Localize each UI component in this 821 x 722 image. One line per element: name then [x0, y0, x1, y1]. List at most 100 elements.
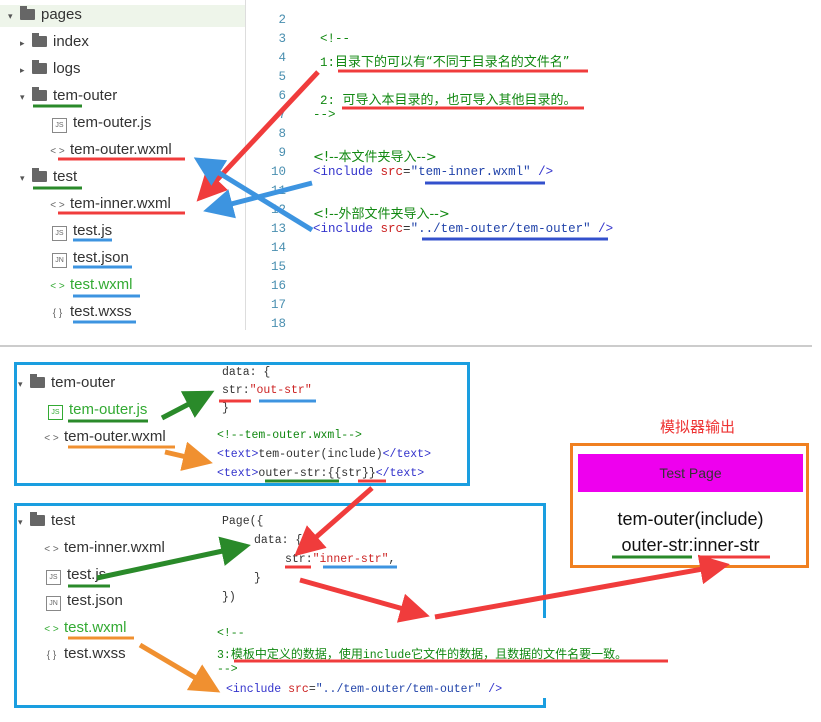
- simulator-line-2: outer-str:inner-str: [578, 535, 803, 556]
- js-file-icon: JS: [48, 405, 63, 420]
- code-line-9: <!--本文件夹导入-->: [313, 150, 437, 165]
- simulator-title: 模拟器输出: [660, 419, 736, 436]
- box2-folder[interactable]: ▾test: [18, 512, 76, 529]
- t: <text>: [217, 467, 259, 480]
- js-file-icon: JS: [52, 118, 67, 133]
- page-close: }): [222, 591, 236, 604]
- tree-item-index[interactable]: ▸index: [20, 33, 89, 50]
- n: 3:: [217, 649, 231, 662]
- v: "out-str": [249, 384, 312, 397]
- line-number: 15: [270, 260, 286, 274]
- code-line-12: <!--外部文件夹导入-->: [313, 207, 450, 222]
- tree-item-tem-outer-js[interactable]: JS tem-outer.js: [52, 114, 151, 133]
- box2-item[interactable]: { }test.wxss: [44, 645, 126, 662]
- t: 模板中定义的数据，使用: [230, 647, 363, 661]
- tree-item-tem-outer-wxml[interactable]: < > tem-outer.wxml: [50, 141, 172, 158]
- line-number: 14: [270, 241, 286, 255]
- simulator-box: [570, 443, 809, 568]
- close: }: [254, 572, 261, 585]
- box1-wxml[interactable]: < >tem-outer.wxml: [44, 428, 165, 445]
- tree-item-test[interactable]: ▾test: [20, 168, 78, 185]
- v: "inner-str": [312, 553, 389, 566]
- tree-item-pages[interactable]: ▾pages: [8, 6, 82, 23]
- folder-icon: [30, 374, 45, 388]
- box2-item[interactable]: < >test.wxml: [44, 619, 127, 636]
- tree-item-test-wxss[interactable]: { }test.wxss: [50, 303, 132, 320]
- comment-text: 可导入本目录的，也可导入其他目录的。: [342, 93, 577, 108]
- tree-item-logs[interactable]: ▸logs: [20, 60, 81, 77]
- line-number: 5: [278, 70, 286, 84]
- t: </text>: [382, 448, 431, 461]
- line-number: 18: [270, 317, 286, 331]
- tem-outer-box: [14, 362, 470, 486]
- folder-icon: [30, 512, 45, 526]
- comment-text: 目录下的可以有“不同于目录名的文件名”: [335, 55, 570, 70]
- label: test: [53, 168, 78, 185]
- comment: <!--tem-outer.wxml-->: [217, 429, 362, 442]
- wxml-file-icon: < >: [50, 146, 65, 157]
- label: test.json: [73, 249, 129, 266]
- divider: [0, 345, 812, 347]
- folder-icon: [32, 60, 47, 74]
- folder-icon: [32, 168, 47, 182]
- label: test.wxss: [64, 645, 126, 662]
- data-open: data: {: [222, 366, 271, 379]
- code-line-6: 2: 可导入本目录的，也可导入其他目录的。: [320, 89, 577, 108]
- l: outer-str:: [621, 535, 694, 555]
- label: tem-outer.wxml: [70, 141, 172, 158]
- folder-icon: [32, 87, 47, 101]
- a: src: [288, 683, 309, 696]
- box1-folder[interactable]: ▾tem-outer: [18, 374, 116, 391]
- line-number: 7: [278, 108, 286, 122]
- c-close: -->: [217, 663, 238, 676]
- top-file-tree: [0, 0, 246, 330]
- t: 它文件的数据，且数据的文件名要一致。: [411, 647, 628, 661]
- wxml-file-icon: < >: [44, 544, 59, 555]
- t: />: [538, 165, 554, 179]
- x: outer-str:: [258, 467, 328, 480]
- line-number: 3: [278, 32, 286, 46]
- t: <text>: [217, 448, 259, 461]
- comment-3: 3:模板中定义的数据，使用include它文件的数据，且数据的文件名要一致。: [217, 645, 627, 662]
- include-line: <include src="../tem-outer/tem-outer" />: [226, 683, 502, 696]
- label: test.wxml: [64, 619, 127, 636]
- folder-icon: [32, 33, 47, 47]
- tree-item-tem-inner-wxml[interactable]: < >tem-inner.wxml: [50, 195, 171, 212]
- a: src: [380, 222, 404, 236]
- t: <include: [313, 222, 374, 236]
- tree-item-tem-outer[interactable]: ▾tem-outer: [20, 87, 118, 104]
- tree-item-test-wxml[interactable]: < >test.wxml: [50, 276, 132, 293]
- line-number: 10: [270, 165, 286, 179]
- code-line-7: -->: [313, 108, 336, 122]
- close: }: [222, 402, 229, 415]
- line-number: 6: [278, 89, 286, 103]
- label: tem-outer: [51, 374, 116, 391]
- label: tem-outer.js: [73, 114, 152, 131]
- box2-item[interactable]: < >tem-inner.wxml: [44, 539, 165, 556]
- t: />: [598, 222, 614, 236]
- c-open: <!--: [217, 627, 245, 640]
- v: inner-str: [693, 535, 760, 555]
- line-number: 8: [278, 127, 286, 141]
- json-file-icon: JN: [52, 253, 67, 268]
- text-line-1: <text>tem-outer(include)</text>: [217, 448, 431, 461]
- v: "../tem-outer/tem-outer": [315, 683, 482, 696]
- t: <include: [226, 683, 282, 696]
- label: logs: [53, 60, 81, 77]
- label: test: [51, 512, 76, 529]
- label: test.js: [73, 222, 113, 239]
- text-line-2: <text>outer-str:{{str}}</text>: [217, 467, 424, 480]
- line-number: 16: [270, 279, 286, 293]
- js-file-icon: JS: [46, 570, 61, 585]
- str-line: str:"out-str": [222, 384, 312, 397]
- v: "tem-inner.wxml": [410, 165, 531, 179]
- tree-item-test-json[interactable]: JN test.json: [52, 249, 129, 268]
- line-number: 17: [270, 298, 286, 312]
- wxml-file-icon: < >: [44, 433, 59, 444]
- code-line-3: <!--: [320, 32, 351, 46]
- page-open: Page({: [222, 515, 264, 528]
